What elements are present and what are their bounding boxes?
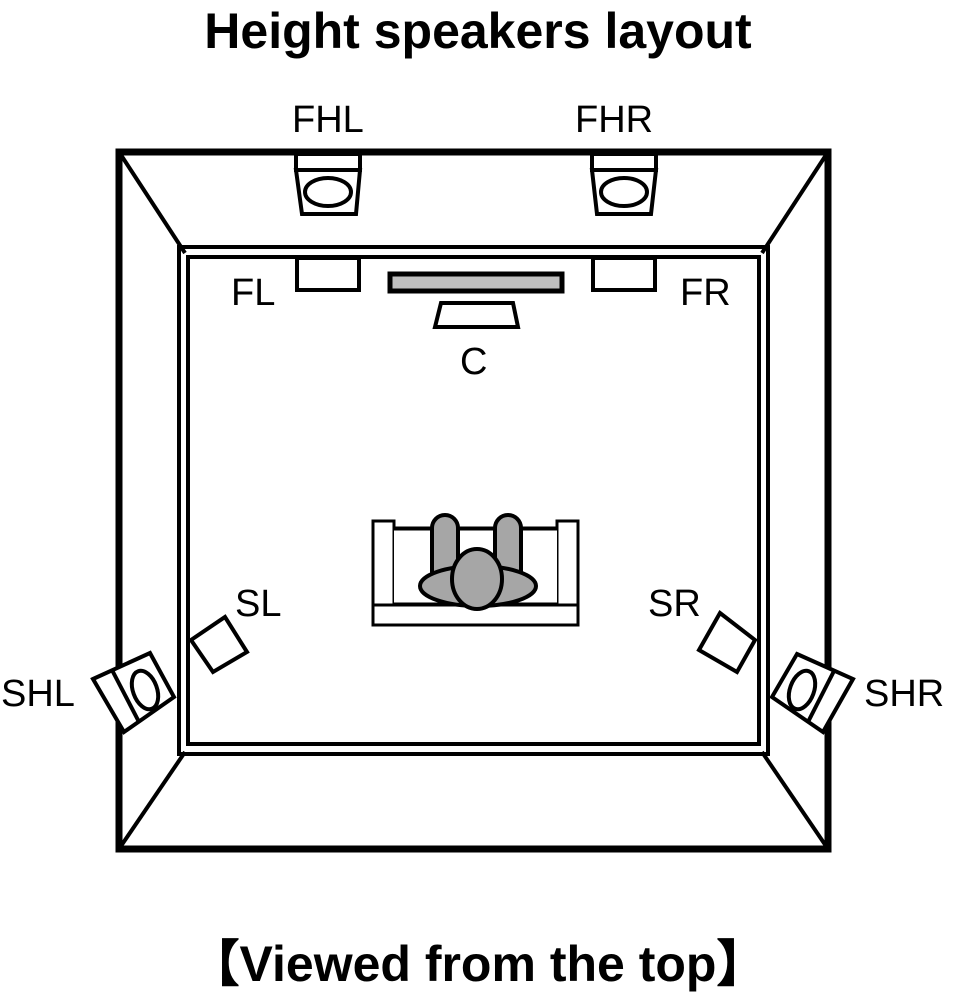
label-fhl: FHL bbox=[292, 99, 364, 141]
label-shr: SHR bbox=[864, 673, 944, 715]
room-inner-wall bbox=[177, 245, 770, 756]
speaker-fl-icon bbox=[295, 256, 361, 292]
label-fl: FL bbox=[231, 272, 275, 314]
diagram-title: Height speakers layout bbox=[204, 3, 752, 59]
label-sr: SR bbox=[648, 583, 701, 625]
speaker-shl-icon bbox=[90, 650, 177, 735]
speaker-sr-icon bbox=[696, 610, 758, 675]
label-c: C bbox=[460, 341, 487, 383]
label-shl: SHL bbox=[1, 673, 75, 715]
label-sl: SL bbox=[235, 583, 281, 625]
tv-screen-icon bbox=[387, 271, 565, 294]
speaker-c-icon bbox=[432, 301, 521, 329]
speaker-sl-icon bbox=[188, 614, 250, 675]
corner-line-tr bbox=[760, 153, 828, 255]
speaker-fr-icon bbox=[591, 256, 657, 292]
sofa-with-listener-icon bbox=[371, 513, 580, 627]
corner-line-bl bbox=[119, 750, 187, 848]
room-outer-wall bbox=[115, 148, 832, 853]
speaker-fhr-icon bbox=[589, 152, 659, 216]
label-fhr: FHR bbox=[575, 99, 653, 141]
corner-line-br bbox=[760, 750, 828, 848]
speaker-fhl-icon bbox=[293, 152, 363, 216]
corner-line-tl bbox=[119, 153, 187, 255]
label-fr: FR bbox=[680, 272, 731, 314]
room-floor-edge bbox=[186, 255, 761, 746]
diagram-caption: 【Viewed from the top】 bbox=[189, 936, 767, 992]
speaker-shr-icon bbox=[769, 651, 856, 735]
